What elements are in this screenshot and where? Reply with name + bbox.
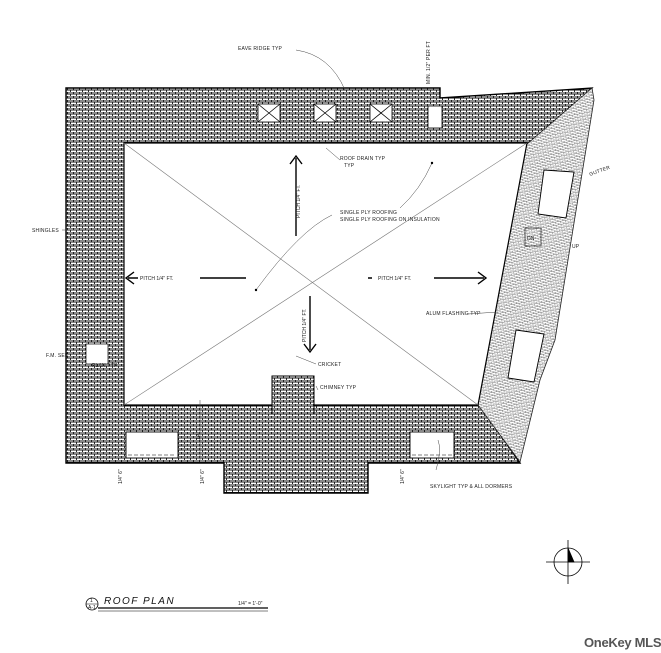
top-vents <box>257 103 443 129</box>
bottom-skylights <box>125 431 455 459</box>
detail-number: 1 <box>90 598 93 604</box>
left-vent <box>85 343 109 365</box>
inner-tag-1: 1/4" <box>196 431 202 440</box>
shingles-label: SHINGLES <box>32 228 59 234</box>
mls-watermark: OneKey MLS <box>584 635 661 650</box>
single-ply-label: SINGLE PLY ROOFING <box>340 210 397 216</box>
roof-drain-typ: TYP <box>344 163 355 169</box>
chimney <box>271 375 315 415</box>
sheet-ref: A-1 <box>88 605 96 611</box>
eave-ridge-label: EAVE RIDGE TYP <box>238 46 282 52</box>
slope-up-label: PITCH 1/4" FT. <box>296 185 302 218</box>
drawing-title: ROOF PLAN <box>104 596 175 607</box>
skylight-label: SKYLIGHT TYP & ALL DORMERS <box>430 484 513 490</box>
ridge-line <box>123 142 528 406</box>
chimney-label: CHIMNEY TYP <box>320 385 357 391</box>
slope-skylights <box>507 169 575 383</box>
note-plan: PLAN TYP <box>92 363 118 369</box>
title-block: 1 A-1 ROOF PLAN 1/4" = 1'-0" <box>85 596 268 612</box>
drawing-scale: 1/4" = 1'-0" <box>238 601 263 607</box>
ridge-line <box>123 142 479 406</box>
alum-flashing-label: ALUM FLASHING TYP <box>426 311 481 317</box>
note-fm: F.M. SEE <box>46 353 69 359</box>
slope-down-label: PITCH 1/4" FT. <box>302 309 308 342</box>
roof-drain-label: ROOF DRAIN TYP <box>340 156 386 162</box>
tag-gutter: GUTTER <box>589 165 612 178</box>
cricket-label: CRICKET <box>318 362 341 368</box>
leader-lines <box>62 49 499 471</box>
tag-dn: DN <box>527 236 535 242</box>
bottom-tag-1: 1/4" 6" <box>118 469 124 484</box>
note-top: MIN. 1/2" PER FT <box>426 41 432 84</box>
slope-right-label: PITCH 1/4" FT. <box>378 276 411 282</box>
bottom-tag-3: 1/4" 6" <box>400 469 406 484</box>
bottom-tag-2: 1/4" 6" <box>200 469 206 484</box>
north-arrow-icon <box>546 540 590 584</box>
slope-left-label: PITCH 1/4" FT. <box>140 276 173 282</box>
single-ply-label-2: SINGLE PLY ROOFING ON INSULATION <box>340 217 440 223</box>
tag-up: UP <box>572 244 580 250</box>
